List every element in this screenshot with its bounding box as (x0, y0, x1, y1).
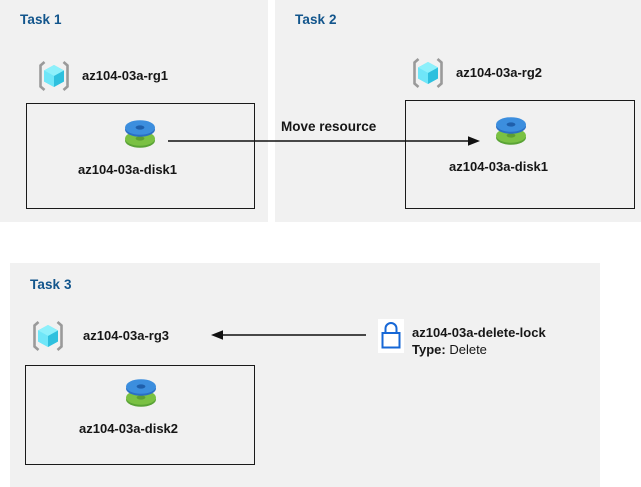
managed-disk-icon (118, 114, 162, 154)
resource-group-cube-icon (30, 318, 66, 354)
lock-type-row: Type: Delete (412, 342, 487, 357)
disk-label-task-3: az104-03a-disk2 (79, 421, 179, 436)
lock-type-key: Type: (412, 342, 446, 357)
lock-type-value: Delete (445, 342, 487, 357)
resource-group-cube-icon (36, 58, 72, 94)
arrow-label-move-resource: Move resource (281, 119, 377, 134)
resource-group-cube-icon (410, 55, 446, 91)
managed-disk-icon (489, 111, 533, 151)
panel-task-2 (275, 0, 641, 222)
disk-label-task-2: az104-03a-disk1 (449, 159, 549, 174)
padlock-icon (378, 319, 404, 353)
managed-disk-icon (119, 373, 163, 413)
resource-group-label-task-3: az104-03a-rg3 (83, 328, 169, 343)
resource-group-label-task-2: az104-03a-rg2 (456, 65, 542, 80)
resource-group-boundary-task-2 (405, 100, 635, 209)
panel-task-1 (0, 0, 268, 222)
panel-task-3 (10, 263, 600, 487)
resource-group-label-task-1: az104-03a-rg1 (82, 68, 168, 83)
resource-group-boundary-task-3 (25, 365, 255, 465)
panel-title-task-3: Task 3 (30, 277, 72, 292)
resource-group-boundary-task-1 (26, 103, 255, 209)
panel-title-task-1: Task 1 (20, 12, 62, 27)
panel-title-task-2: Task 2 (295, 12, 337, 27)
lock-name-label: az104-03a-delete-lock (412, 325, 546, 340)
disk-label-task-1: az104-03a-disk1 (78, 162, 178, 177)
